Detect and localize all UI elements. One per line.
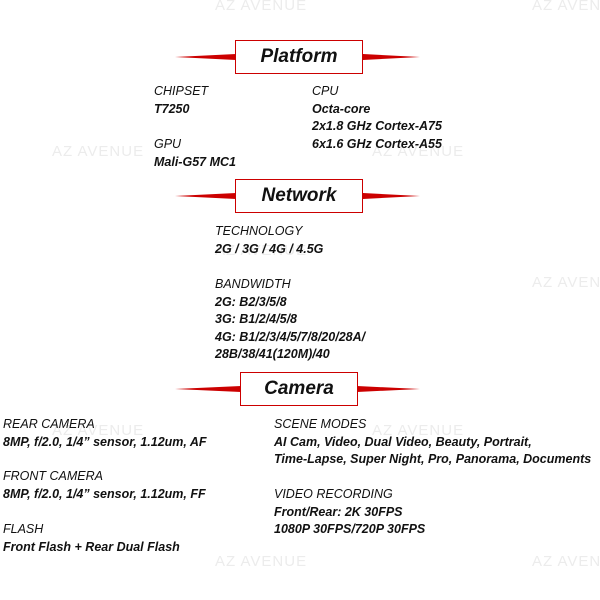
bandwidth-value: 28B/38/41(120M)/40 bbox=[215, 347, 330, 361]
camera-header-bar bbox=[175, 386, 420, 392]
watermark: AZ AVENUE bbox=[215, 0, 308, 14]
gpu-spec: GPU Mali-G57 MC1 bbox=[154, 136, 236, 171]
front-camera-spec: FRONT CAMERA 8MP, f/2.0, 1/4” sensor, 1.… bbox=[3, 468, 206, 503]
gpu-value: Mali-G57 MC1 bbox=[154, 154, 236, 169]
flash-label: FLASH bbox=[3, 522, 44, 536]
camera-section-header: Camera bbox=[0, 372, 600, 408]
chipset-value: T7250 bbox=[154, 101, 190, 116]
watermark: AZ AVENUE bbox=[372, 143, 465, 160]
network-header-bar bbox=[175, 193, 420, 199]
bandwidth-spec: BANDWIDTH 2G: B2/3/5/8 3G: B1/2/4/5/8 4G… bbox=[215, 276, 365, 364]
video-recording-value: 1080P 30FPS/720P 30FPS bbox=[274, 522, 426, 536]
technology-label: TECHNOLOGY bbox=[215, 224, 303, 238]
technology-spec: TECHNOLOGY 2G / 3G / 4G / 4.5G bbox=[215, 223, 323, 258]
cpu-label: CPU bbox=[312, 84, 339, 98]
platform-header-bar bbox=[175, 54, 420, 60]
scene-modes-spec: SCENE MODES AI Cam, Video, Dual Video, B… bbox=[274, 416, 591, 469]
cpu-value: 2x1.8 GHz Cortex-A75 bbox=[312, 119, 442, 133]
rear-camera-label: REAR CAMERA bbox=[3, 417, 95, 431]
rear-camera-spec: REAR CAMERA 8MP, f/2.0, 1/4” sensor, 1.1… bbox=[3, 416, 207, 451]
bandwidth-value: 2G: B2/3/5/8 bbox=[215, 294, 287, 309]
cpu-value: Octa-core bbox=[312, 101, 371, 116]
scene-modes-value: AI Cam, Video, Dual Video, Beauty, Portr… bbox=[274, 434, 532, 449]
watermark: AZ AVENUE bbox=[532, 274, 600, 291]
scene-modes-value: Time-Lapse, Super Night, Pro, Panorama, … bbox=[274, 452, 592, 466]
bandwidth-label: BANDWIDTH bbox=[215, 277, 291, 291]
watermark: AZ AVENUE bbox=[372, 422, 465, 439]
front-camera-value: 8MP, f/2.0, 1/4” sensor, 1.12um, FF bbox=[3, 486, 206, 501]
video-recording-value: Front/Rear: 2K 30FPS bbox=[274, 504, 403, 519]
cpu-value: 6x1.6 GHz Cortex-A55 bbox=[312, 136, 442, 151]
platform-title: Platform bbox=[235, 40, 363, 74]
video-recording-label: VIDEO RECORDING bbox=[274, 487, 393, 501]
scene-modes-label: SCENE MODES bbox=[274, 417, 367, 431]
bandwidth-value: 3G: B1/2/4/5/8 bbox=[215, 312, 297, 326]
watermark: AZ AVENUE bbox=[215, 553, 308, 570]
network-title: Network bbox=[235, 179, 363, 213]
cpu-spec: CPU Octa-core 2x1.8 GHz Cortex-A75 6x1.6… bbox=[312, 83, 442, 153]
chipset-spec: CHIPSET T7250 bbox=[154, 83, 208, 118]
watermark: AZ AVENUE bbox=[52, 143, 145, 160]
watermark: AZ AVENUE bbox=[532, 553, 600, 570]
technology-value: 2G / 3G / 4G / 4.5G bbox=[215, 241, 324, 256]
chipset-label: CHIPSET bbox=[154, 84, 209, 98]
gpu-label: GPU bbox=[154, 137, 182, 151]
platform-section-header: Platform bbox=[0, 40, 600, 76]
video-recording-spec: VIDEO RECORDING Front/Rear: 2K 30FPS 108… bbox=[274, 486, 425, 539]
front-camera-label: FRONT CAMERA bbox=[3, 469, 103, 483]
camera-title: Camera bbox=[240, 372, 358, 406]
watermark: AZ AVENUE bbox=[52, 422, 145, 439]
flash-spec: FLASH Front Flash + Rear Dual Flash bbox=[3, 521, 180, 556]
flash-value: Front Flash + Rear Dual Flash bbox=[3, 539, 180, 554]
watermark: AZ AVENUE bbox=[532, 0, 600, 14]
network-section-header: Network bbox=[0, 179, 600, 215]
bandwidth-value: 4G: B1/2/3/4/5/7/8/20/28A/ bbox=[215, 329, 366, 344]
rear-camera-value: 8MP, f/2.0, 1/4” sensor, 1.12um, AF bbox=[3, 434, 207, 449]
watermark: AZ AVENUE bbox=[215, 242, 308, 259]
